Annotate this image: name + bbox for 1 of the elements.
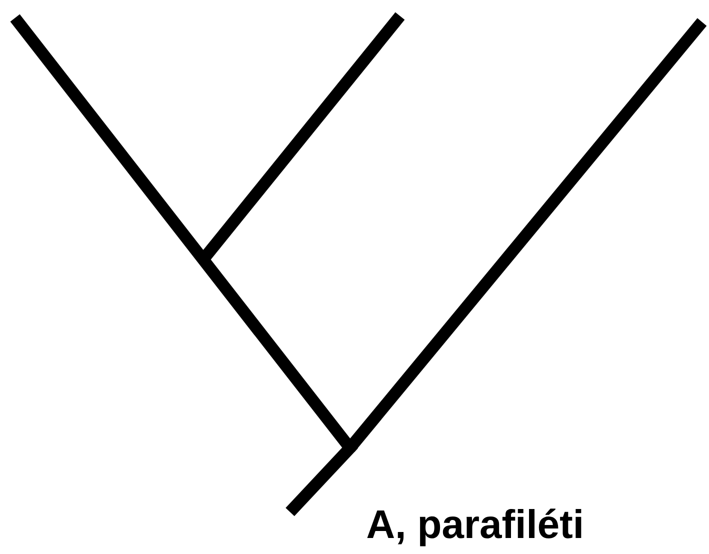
tree-label: A, parafiléti [367, 508, 582, 546]
